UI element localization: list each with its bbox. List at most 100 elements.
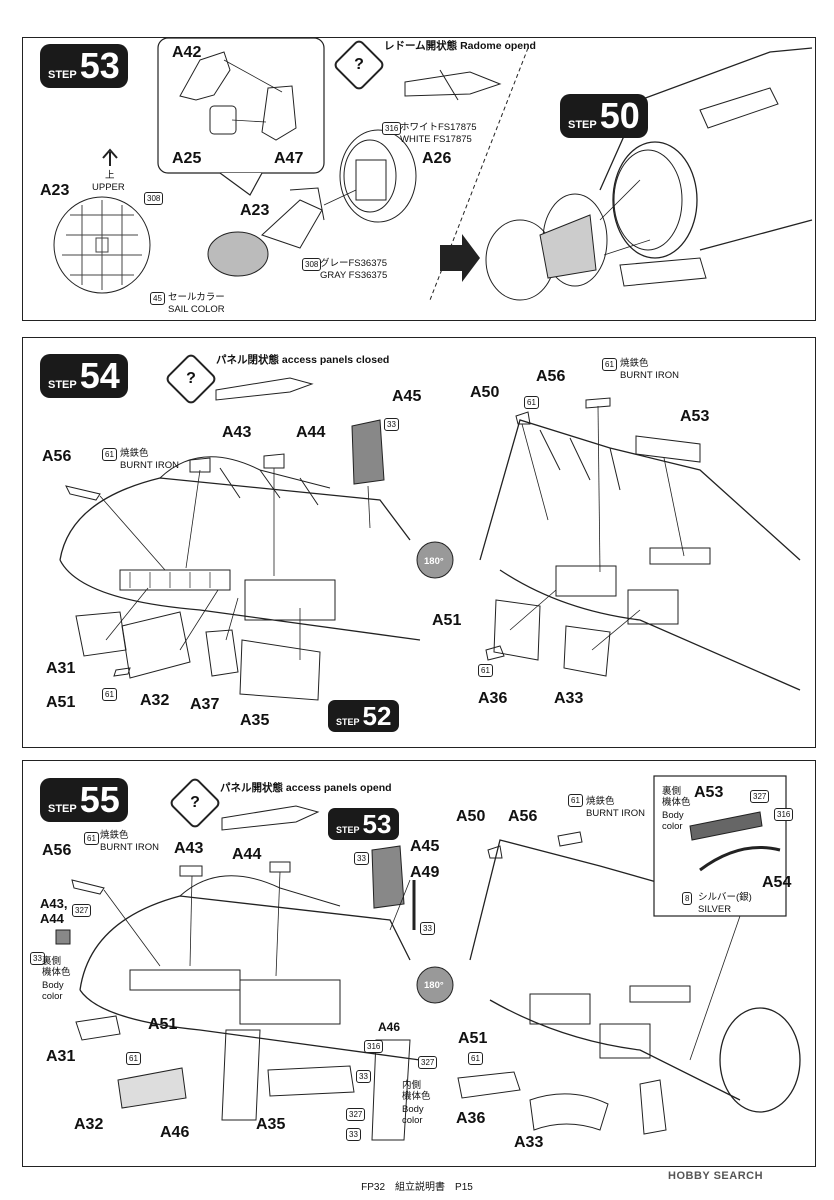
step-53-badge: STEP 53 [40, 44, 128, 88]
paint-badge: 327 [346, 1108, 366, 1121]
part-label: A53 [680, 408, 710, 425]
part-label-a43-a44: A43, A44 [40, 896, 68, 926]
paint-badge: 327 [750, 790, 770, 803]
burnt-jp: 焼鉄色 [586, 796, 615, 807]
gray-en: GRAY FS36375 [320, 270, 388, 281]
sail-en: SAIL COLOR [168, 304, 225, 315]
part-label: A56 [42, 448, 72, 465]
part-label: A46 [378, 1020, 401, 1034]
white-en: WHITE FS17875 [400, 134, 472, 145]
paint-badge: 308 [144, 192, 164, 205]
paint-badge: 33 [356, 1070, 371, 1083]
part-label: A37 [190, 696, 220, 713]
part-label: A25 [172, 150, 202, 167]
upper-en: UPPER [92, 182, 125, 193]
part-label: A51 [432, 612, 462, 629]
paint-badge: 33 [346, 1128, 361, 1141]
step-55-badge: STEP 55 [40, 778, 128, 822]
inner-en: Body color [402, 1104, 424, 1126]
paint-badge: 33 [30, 952, 45, 965]
burnt-en: BURNT IRON [586, 808, 645, 819]
part-label: A54 [762, 874, 792, 891]
paint-badge: 316 [382, 122, 402, 135]
part-label: A31 [46, 1048, 76, 1065]
part-label: A45 [392, 388, 422, 405]
step-54-hint: パネル閉状態 access panels closed [216, 354, 390, 366]
inset-en: Body color [662, 810, 684, 832]
paint-badge: 8 [682, 892, 693, 905]
part-label: A35 [256, 1116, 286, 1133]
paint-badge: 61 [524, 396, 539, 409]
paint-badge: 316 [364, 1040, 384, 1053]
rotate-180-icon: 180° [424, 556, 444, 567]
paint-badge: 308 [302, 258, 322, 271]
part-label: A56 [536, 368, 566, 385]
paint-badge: 61 [602, 358, 617, 371]
step-55-hint: パネル開状態 access panels opend [220, 782, 392, 794]
paint-badge: 61 [126, 1052, 141, 1065]
paint-badge: 61 [568, 794, 583, 807]
part-label: A43 [222, 424, 252, 441]
paint-badge: 61 [468, 1052, 483, 1065]
part-label: A35 [240, 712, 270, 729]
paint-badge: 33 [354, 852, 369, 865]
rotate-180-icon: 180° [424, 980, 444, 991]
part-label: A42 [172, 44, 202, 61]
part-label: A50 [456, 808, 486, 825]
part-label: A46 [160, 1124, 190, 1141]
back-en: Body color [42, 980, 64, 1002]
paint-badge: 45 [150, 292, 165, 305]
sail-jp: セールカラー [168, 292, 225, 303]
part-label: A49 [410, 864, 440, 881]
inner-jp: 内側 機体色 [402, 1080, 431, 1102]
part-label: A36 [456, 1110, 486, 1127]
part-label: A36 [478, 690, 508, 707]
part-label: A44 [232, 846, 262, 863]
part-label: A56 [42, 842, 72, 859]
part-label: A33 [554, 690, 584, 707]
paint-badge: 61 [102, 688, 117, 701]
step-50-ref: STEP 50 [560, 94, 648, 138]
part-label: A32 [74, 1116, 104, 1133]
part-label: A45 [410, 838, 440, 855]
inset-jp: 裏側 機体色 [662, 786, 691, 808]
paint-badge: 61 [102, 448, 117, 461]
part-label: A56 [508, 808, 538, 825]
burnt-en: BURNT IRON [620, 370, 679, 381]
paint-badge: 61 [84, 832, 99, 845]
burnt-en: BURNT IRON [100, 842, 159, 853]
watermark: HOBBY SEARCH [668, 1170, 764, 1182]
page-footer: FP32 組立説明書 P15 [361, 1182, 473, 1193]
silver-jp: シルバー(銀) [698, 892, 752, 903]
burnt-jp: 焼鉄色 [100, 830, 129, 841]
step-54-panel [22, 337, 816, 748]
gray-jp: グレーFS36375 [320, 258, 388, 269]
part-label: A51 [46, 694, 76, 711]
part-label: A50 [470, 384, 500, 401]
part-label: A32 [140, 692, 170, 709]
part-label: A51 [148, 1016, 178, 1033]
upper-jp: 上 [105, 170, 115, 181]
part-label: A26 [422, 150, 452, 167]
part-label: A51 [458, 1030, 488, 1047]
paint-badge: 327 [72, 904, 92, 917]
paint-badge: 61 [478, 664, 493, 677]
paint-badge: 316 [774, 808, 794, 821]
part-label: A33 [514, 1134, 544, 1151]
step-54-badge: STEP 54 [40, 354, 128, 398]
step-53-hint: レドーム開状態 Radome opend [384, 40, 536, 52]
part-label: A23 [240, 202, 270, 219]
paint-badge: 33 [384, 418, 399, 431]
part-label: A44 [296, 424, 326, 441]
part-label: A53 [694, 784, 724, 801]
paint-badge: 33 [420, 922, 435, 935]
part-label: A31 [46, 660, 76, 677]
back-jp: 裏側 機体色 [42, 956, 71, 978]
part-label: A47 [274, 150, 304, 167]
part-label: A23 [40, 182, 70, 199]
part-label: A43 [174, 840, 204, 857]
white-jp: ホワイトFS17875 [400, 122, 477, 133]
